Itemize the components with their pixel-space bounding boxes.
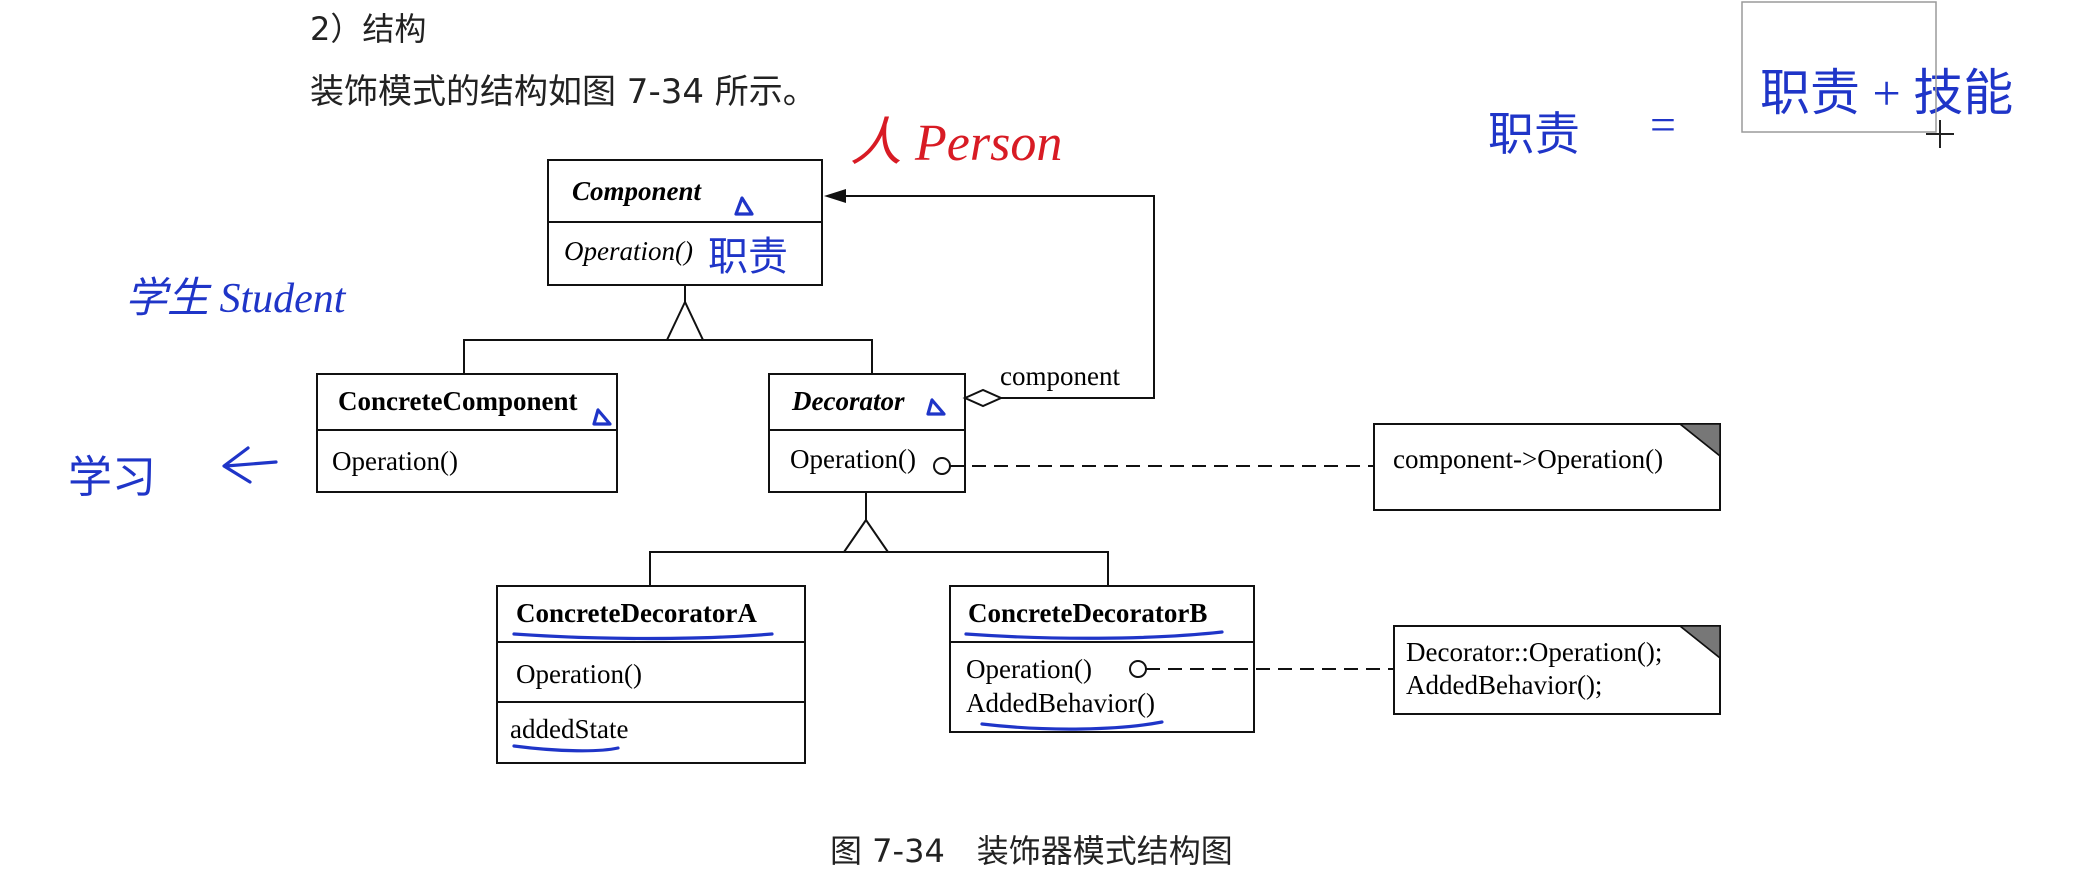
underline-decorator-b bbox=[964, 630, 1224, 640]
class-concrete-decorator-a: ConcreteDecoratorA Operation() addedStat… bbox=[496, 585, 806, 764]
aggregation-component: component bbox=[824, 189, 1155, 408]
handwriting-student: 学生 Student bbox=[125, 276, 347, 322]
selection-box[interactable] bbox=[1741, 1, 1937, 133]
underline-added-state bbox=[512, 744, 620, 753]
concrete-decorator-b-behavior: AddedBehavior() bbox=[966, 688, 1155, 718]
class-concrete-component: ConcreteComponent Operation() bbox=[316, 373, 618, 493]
handwriting-duty: 职责 bbox=[708, 196, 788, 279]
annotation-person: 人 Person bbox=[850, 115, 1062, 172]
note-decorator-b: Decorator::Operation(); AddedBehavior(); bbox=[1393, 625, 1721, 715]
formula-left: 职责 bbox=[1488, 109, 1580, 160]
section-heading: 2）结构 bbox=[310, 10, 427, 48]
figure-caption: 图 7-34 装饰器模式结构图 bbox=[830, 832, 1233, 870]
inheritance-component bbox=[463, 285, 873, 374]
handwriting-formula: 职责 = 职责 + 技能 bbox=[1488, 65, 2013, 160]
class-concrete-decorator-b: ConcreteDecoratorB Operation() AddedBeha… bbox=[949, 585, 1255, 733]
intro-text: 装饰模式的结构如图 7-34 所示。 bbox=[310, 72, 817, 112]
component-name: Component bbox=[572, 176, 703, 206]
concrete-decorator-b-name: ConcreteDecoratorB bbox=[968, 598, 1207, 628]
concrete-component-name: ConcreteComponent bbox=[338, 386, 577, 416]
delta-mark-decorator bbox=[926, 398, 946, 416]
handwriting-study: 学习 bbox=[68, 446, 278, 502]
underline-added-behavior bbox=[980, 720, 1164, 731]
delta-mark-component bbox=[734, 196, 754, 216]
crosshair-cursor-icon bbox=[1926, 120, 1954, 148]
concrete-decorator-a-attribute: addedState bbox=[510, 714, 628, 744]
arrow-left-icon bbox=[222, 446, 278, 484]
concrete-decorator-a-name: ConcreteDecoratorA bbox=[516, 598, 757, 628]
note-decorator-b-line1: Decorator::Operation(); bbox=[1406, 637, 1662, 667]
annotation-duty: 职责 bbox=[708, 234, 788, 279]
inheritance-decorator bbox=[649, 492, 1109, 586]
note-decorator: component->Operation() bbox=[1373, 423, 1721, 511]
note-decorator-text: component->Operation() bbox=[1393, 444, 1663, 474]
annotation-student: 学生 Student bbox=[125, 276, 347, 322]
association-label: component bbox=[1000, 361, 1120, 391]
concrete-component-operation: Operation() bbox=[332, 446, 458, 476]
formula-right: 职责 + 技能 bbox=[1760, 65, 2013, 121]
class-component: Component Operation() bbox=[547, 159, 823, 286]
component-operation: Operation() bbox=[564, 236, 693, 266]
note-decorator-b-line2: AddedBehavior(); bbox=[1406, 670, 1602, 700]
underline-decorator-a bbox=[512, 632, 774, 641]
delta-mark-concrete-component bbox=[592, 408, 612, 426]
concrete-decorator-a-operation: Operation() bbox=[516, 659, 642, 689]
decorator-operation: Operation() bbox=[790, 444, 916, 474]
class-decorator: Decorator Operation() bbox=[768, 373, 966, 493]
decorator-name: Decorator bbox=[791, 386, 905, 416]
annotation-study: 学习 bbox=[68, 453, 156, 502]
handwriting-person: 人 Person bbox=[850, 115, 1062, 172]
concrete-decorator-b-operation: Operation() bbox=[966, 654, 1092, 684]
formula-eq: = bbox=[1650, 99, 1676, 150]
